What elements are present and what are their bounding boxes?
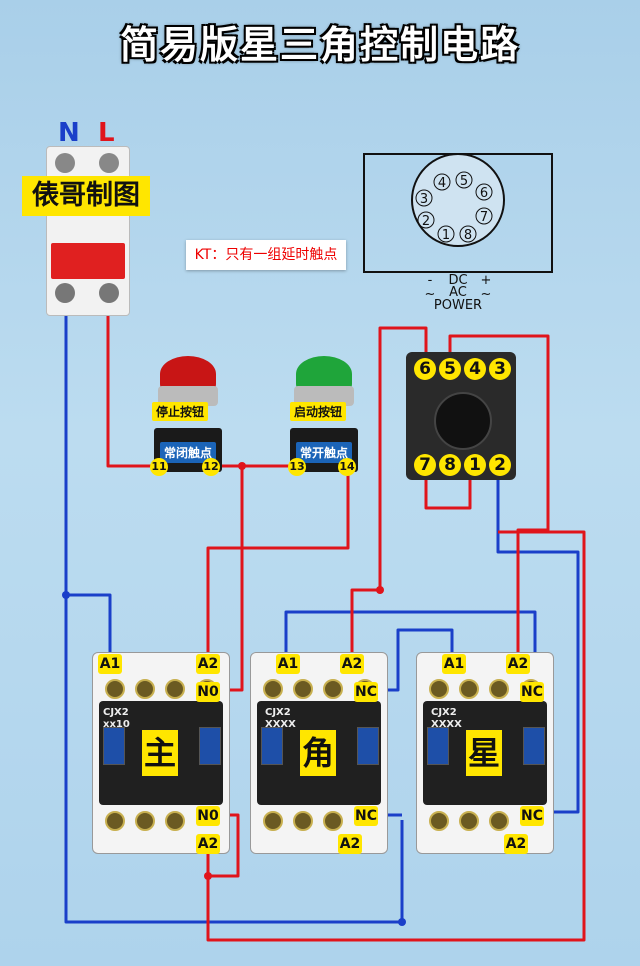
kt-note: KT：只有一组延时触点: [186, 240, 346, 270]
star-name: 星: [466, 730, 502, 776]
start-terminal-13: 13: [288, 458, 306, 476]
socket-pin-6: 6: [480, 186, 488, 201]
start-a2-wire: [206, 466, 350, 660]
star-aux-bottom: NC: [520, 806, 544, 826]
socket-ac: AC: [449, 285, 467, 300]
main-no-bottom: [206, 530, 586, 942]
socket-pin-4: 4: [438, 176, 446, 191]
main-a2-bottom: A2: [196, 834, 220, 854]
stop-terminal-11: 11: [150, 458, 168, 476]
a1-link-wire: [284, 610, 537, 690]
delta-sub: XXXX: [265, 719, 296, 730]
socket-pin-7: 7: [480, 210, 488, 225]
relay-pin-4: 4: [464, 358, 486, 380]
main-aux-bottom: N0: [196, 806, 220, 826]
main-name: 主: [142, 730, 178, 776]
delta-a1: A1: [276, 654, 300, 674]
relay-pin6-wire: [378, 326, 428, 590]
socket-minus: -: [428, 273, 433, 288]
relay-pin-3: 3: [489, 358, 511, 380]
stop-button-label: 停止按钮: [152, 402, 209, 421]
relay-pin-6: 6: [414, 358, 436, 380]
nc-link-wire: [372, 628, 454, 692]
live-wire-stop: [106, 300, 160, 468]
start-button-label: 启动按钮: [290, 402, 347, 421]
socket-pin-1: 1: [442, 228, 450, 243]
relay-pin-7: 7: [414, 454, 436, 476]
star-model: CJX2: [431, 707, 457, 718]
relay-pin-5: 5: [439, 358, 461, 380]
start-terminal-14: 14: [338, 458, 356, 476]
delta-a2-wire: [350, 588, 380, 660]
delta-aux-bottom: NC: [354, 806, 378, 826]
relay-pin-1: 1: [464, 454, 486, 476]
relay-pin5-wire: [448, 334, 550, 660]
socket-pin-3: 3: [420, 192, 428, 207]
star-a2-bottom: A2: [504, 834, 528, 854]
circuit-breaker[interactable]: [46, 146, 130, 316]
start-contact-label: 常开触点: [296, 442, 353, 463]
delta-a2-bottom: A2: [338, 834, 362, 854]
neutral-wire-rail: [64, 595, 404, 924]
star-a1: A1: [442, 654, 466, 674]
breaker-lever[interactable]: [51, 243, 125, 279]
socket-plus: +: [481, 273, 492, 288]
socket-power: POWER: [434, 298, 482, 313]
main-a1: A1: [98, 654, 122, 674]
socket-pin-8: 8: [464, 228, 472, 243]
brand-label: 俵哥制图: [22, 176, 150, 216]
star-a2: A2: [506, 654, 530, 674]
relay-78-loop: [424, 470, 472, 510]
live-label: L: [98, 118, 115, 148]
relay-socket-schematic: 4 5 6 3 7 2 1 8 DC AC POWER - + ~ ~: [363, 153, 553, 313]
delta-a2: A2: [340, 654, 364, 674]
star-aux-top: NC: [520, 682, 544, 702]
relay-pin2-wire: [496, 475, 580, 814]
delta-aux-top: NC: [354, 682, 378, 702]
main-sub: xx10: [103, 719, 130, 730]
socket-pin-5: 5: [460, 174, 468, 189]
main-aux-top: N0: [196, 682, 220, 702]
stop-terminal-12: 12: [202, 458, 220, 476]
relay-pin-8: 8: [439, 454, 461, 476]
delta-model: CJX2: [265, 707, 291, 718]
neutral-label: N: [58, 118, 80, 148]
neutral-wire-main: [64, 300, 112, 660]
main-a2: A2: [196, 654, 220, 674]
socket-dc: DC: [448, 273, 467, 288]
delta-name: 角: [300, 730, 336, 776]
socket-tilde-left: ~: [425, 287, 436, 302]
star-sub: XXXX: [431, 719, 462, 730]
socket-tilde-right: ~: [481, 287, 492, 302]
stop-contact-label: 常闭触点: [160, 442, 217, 463]
page-title: 简易版星三角控制电路: [119, 23, 520, 67]
relay-pin-2: 2: [489, 454, 511, 476]
main-model: CJX2: [103, 707, 129, 718]
socket-pin-2: 2: [422, 214, 430, 229]
